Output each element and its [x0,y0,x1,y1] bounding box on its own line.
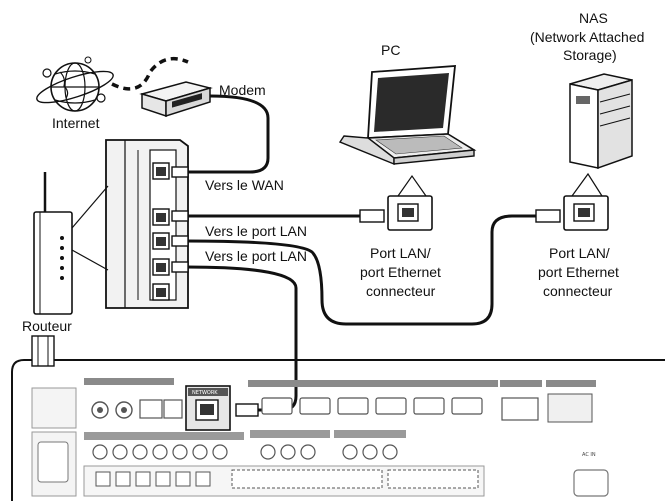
pc-plug [359,209,385,223]
pc-callout-line [397,174,427,197]
modem-label: Modem [219,82,266,98]
lan-label-1: Vers le port LAN [205,223,307,239]
nas-tower-icon [569,73,633,170]
nas-lan-port-box [563,195,609,231]
receiver-plug [235,403,259,417]
pc-port-label-line3: connecteur [366,283,436,299]
router-plugs [171,166,189,273]
nas-label-line1: NAS [579,10,608,26]
internet-label: Internet [52,115,100,131]
pc-port-label-line2: port Ethernet [360,264,441,280]
nas-port-label-line3: connecteur [543,283,613,299]
pc-label: PC [381,42,400,58]
nas-label-line3: Storage) [563,47,617,63]
lan-label-2: Vers le port LAN [205,248,307,264]
router-zoom-line-bottom [71,249,109,271]
cable-modem-wan [186,94,270,174]
nas-callout-line [571,172,603,197]
ac-in-socket [573,469,609,497]
nas-label-line2: (Network Attached [530,29,644,45]
wan-label: Vers le WAN [205,177,284,193]
ac-in-label: AC IN [582,452,596,458]
router-zoom-line-top [71,185,109,229]
cable-router-nas [185,214,540,326]
nas-port-label-line2: port Ethernet [538,264,619,280]
laptop-icon [338,65,477,166]
nas-plug [535,209,561,223]
router-icon [33,172,73,315]
internet-globe-icon [36,56,114,112]
internet-modem-dashed-link [111,56,189,91]
modem-icon [139,81,213,118]
pc-lan-port-box [387,195,433,231]
router-port-panel [105,139,189,309]
receiver-rear-panel: NETWORK [11,335,665,501]
router-label: Routeur [22,318,72,334]
pc-port-label-line1: Port LAN/ [370,245,431,261]
nas-port-label-line1: Port LAN/ [549,245,610,261]
network-jack-label: NETWORK [192,390,218,396]
